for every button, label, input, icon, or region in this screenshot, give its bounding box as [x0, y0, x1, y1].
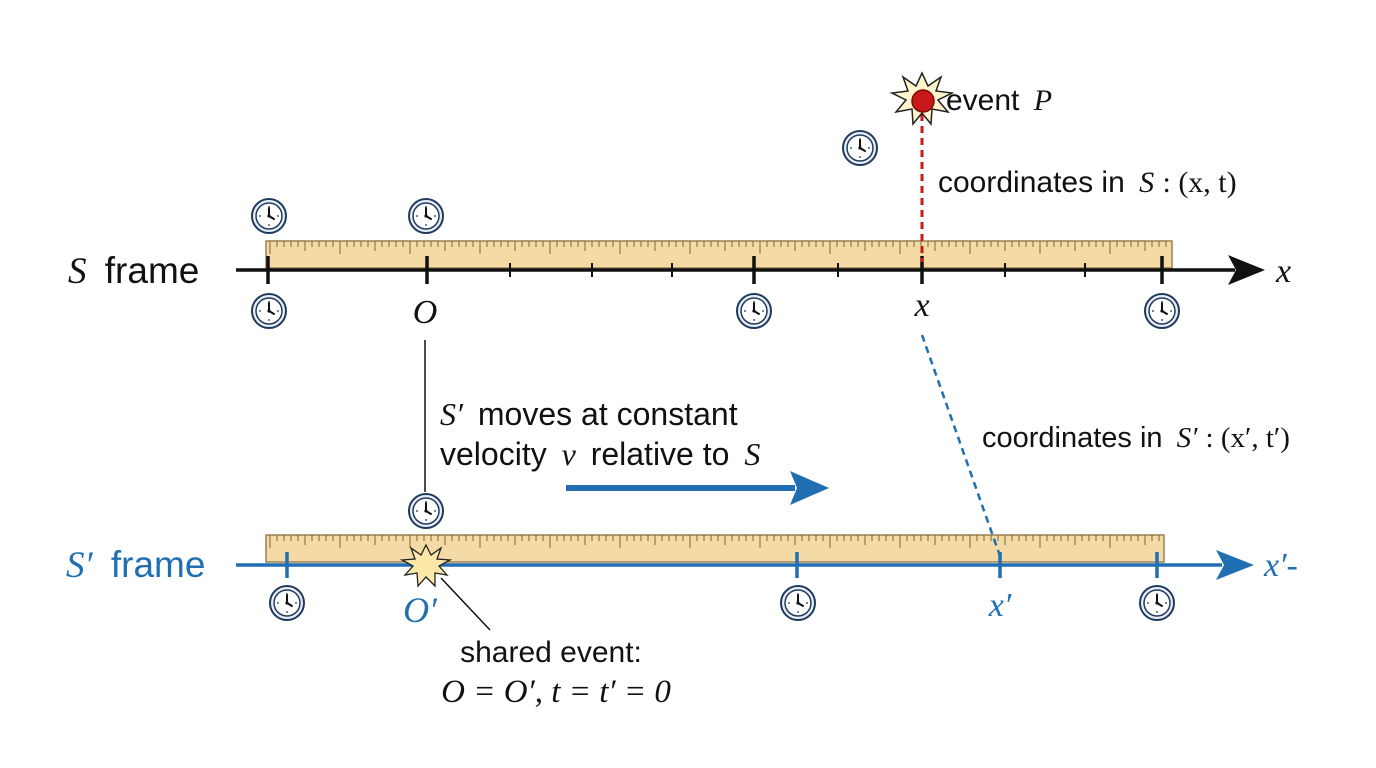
- sp-frame-label: S′ frame: [66, 544, 205, 586]
- coords-in-sp-label: coordinates in S′ : (x′, t′): [982, 422, 1290, 454]
- shared-event-group: shared event: O = O′, t = t′ = 0: [399, 543, 671, 710]
- event-sp-dashed-connector: [920, 334, 1002, 557]
- s-frame-group: S frame x O x: [68, 240, 1291, 331]
- clock-icon: [1144, 293, 1180, 329]
- shared-event-pointer: [440, 577, 491, 631]
- sp-axis-ticks: [285, 552, 1159, 578]
- clock-icon: [842, 130, 878, 166]
- clock-icon: [780, 585, 816, 621]
- coords-in-s-label: coordinates in S : (x, t): [938, 166, 1237, 199]
- clock-icon: [251, 198, 287, 234]
- s-ruler: [265, 240, 1173, 269]
- motion-text-line-2: velocity v relative to S: [440, 436, 760, 472]
- sp-event-x-label: x′: [988, 587, 1012, 624]
- clock-icon: [1139, 585, 1175, 621]
- clock-icon: [736, 293, 772, 329]
- sp-frame-group: S′ frame x′- O′ x′: [66, 534, 1298, 630]
- sp-origin-label: O′: [403, 590, 438, 630]
- event-p-group: event P coordinates in S : (x, t) coordi…: [889, 71, 1290, 557]
- motion-annotation: S′ moves at constant velocity v relative…: [424, 340, 829, 505]
- s-ruler-ticks: [269, 241, 1167, 254]
- clock-icon: [251, 293, 287, 329]
- s-frame-label: S frame: [68, 250, 199, 292]
- s-axis-ticks: [266, 256, 1164, 284]
- s-event-x-label: x: [913, 287, 929, 324]
- clock-icon: [408, 198, 444, 234]
- shared-event-line-2: O = O′, t = t′ = 0: [441, 674, 671, 710]
- arrow-icon: [790, 471, 829, 505]
- sp-axis-arrowhead: [1216, 550, 1254, 580]
- sp-axis-label: x′-: [1263, 547, 1298, 584]
- event-p-label: event P: [946, 84, 1052, 117]
- sp-ruler-ticks: [269, 535, 1160, 548]
- event-p-dot: [911, 89, 935, 113]
- shared-event-line-1: shared event:: [460, 636, 642, 669]
- clock-icon: [408, 493, 444, 529]
- s-origin-label: O: [413, 294, 438, 331]
- s-axis-arrowhead: [1228, 255, 1265, 285]
- starburst-icon: [399, 543, 453, 588]
- motion-text-line-1: S′ moves at constant: [440, 396, 738, 432]
- s-axis-label: x: [1275, 253, 1291, 290]
- clock-icon: [269, 585, 305, 621]
- sp-ruler: [265, 534, 1165, 563]
